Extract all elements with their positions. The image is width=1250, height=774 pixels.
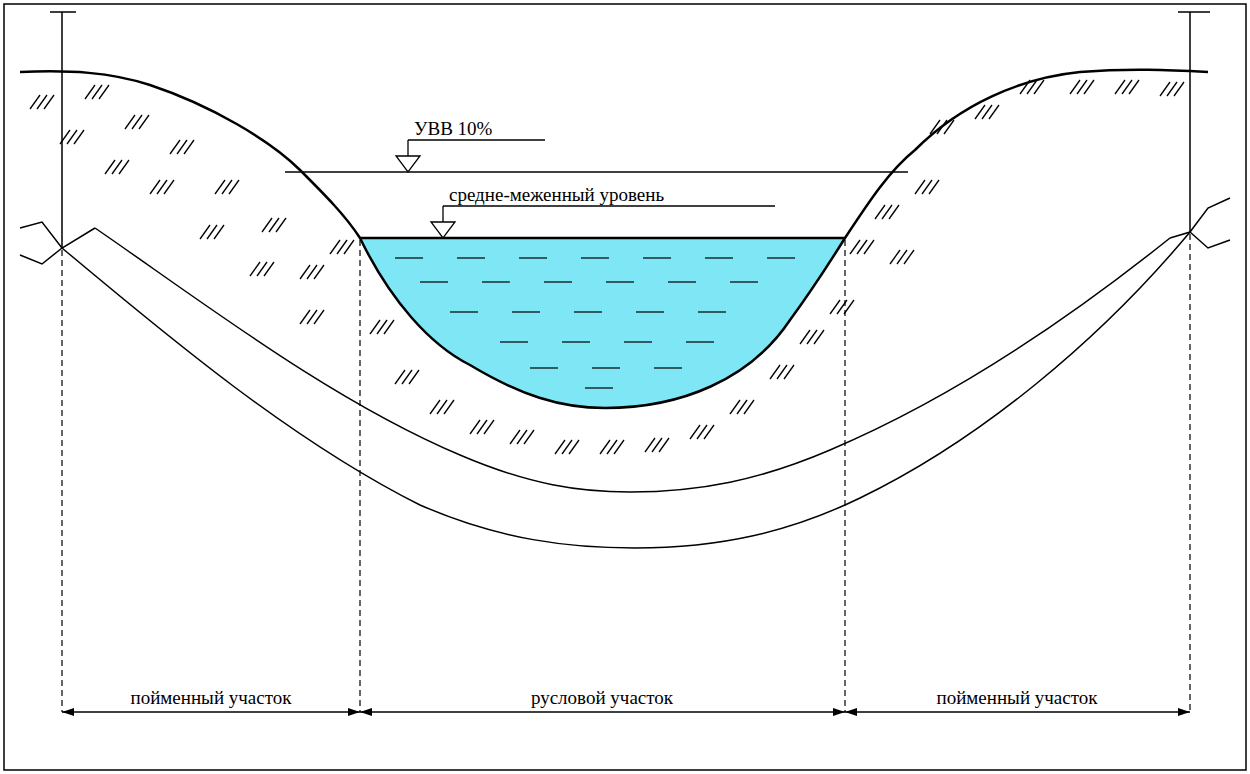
hatch-stroke — [409, 370, 419, 384]
water-dash — [420, 281, 448, 282]
hatch-stroke — [484, 420, 494, 434]
high-water-line — [285, 171, 908, 173]
water-dash — [668, 281, 696, 282]
water-dash — [482, 281, 510, 282]
hatch-stroke — [74, 130, 84, 144]
water-dash — [544, 281, 572, 282]
hatch-stroke — [659, 438, 669, 452]
water-level-label: УВВ 10% — [412, 119, 494, 138]
water-dash — [698, 311, 726, 312]
pipe-break-right — [1170, 198, 1230, 248]
hatch-stroke — [44, 95, 54, 109]
water-dash — [581, 257, 609, 258]
hatch-stroke — [164, 180, 174, 194]
hatch-stroke — [744, 400, 754, 414]
level-mark — [431, 222, 455, 238]
water-dash — [500, 341, 528, 342]
water-dash — [585, 387, 613, 388]
hatch-stroke — [99, 85, 109, 99]
hatch-stroke — [139, 115, 149, 129]
hatch-stroke — [384, 320, 394, 334]
water-dash — [730, 281, 758, 282]
survey-marker — [50, 12, 76, 248]
hatch-stroke — [1084, 80, 1094, 94]
hatch-stroke — [989, 105, 999, 119]
hatch-stroke — [814, 330, 824, 344]
hatch-stroke — [276, 218, 286, 232]
water-dash — [530, 367, 558, 368]
ground-profile — [20, 70, 1208, 408]
water-dash — [562, 341, 590, 342]
leader-line — [442, 206, 443, 222]
hatch-stroke — [184, 140, 194, 154]
hatch-stroke — [214, 225, 224, 239]
water-dash — [592, 367, 620, 368]
leader-line — [407, 140, 408, 156]
hatch-stroke — [229, 180, 239, 194]
hatch-stroke — [1174, 82, 1184, 96]
water-dash — [705, 257, 733, 258]
hatch-stroke — [784, 365, 794, 379]
water-dash — [654, 367, 682, 368]
zone-label: пойменный участок — [128, 688, 293, 707]
water-dash — [574, 311, 602, 312]
hatch-stroke — [344, 240, 354, 254]
water-dashes — [395, 258, 795, 388]
water-dash — [395, 257, 423, 258]
hatch-stroke — [929, 180, 939, 194]
water-dash — [636, 311, 664, 312]
water-level-label: средне-меженный уровень — [447, 185, 666, 204]
hatch-stroke — [614, 440, 624, 454]
soil-hatching — [30, 80, 1184, 454]
hatch-stroke — [904, 250, 914, 264]
water-dash — [606, 281, 634, 282]
hatch-stroke — [864, 240, 874, 254]
leader-line — [408, 139, 545, 140]
water-dash — [457, 257, 485, 258]
hatch-stroke — [524, 430, 534, 444]
pipe-break-left — [20, 222, 95, 264]
water-dash — [643, 257, 671, 258]
water-dash — [519, 257, 547, 258]
hatch-stroke — [704, 425, 714, 439]
low-water-line — [360, 237, 845, 240]
hatch-stroke — [314, 265, 324, 279]
survey-marker — [1178, 12, 1210, 232]
hatch-stroke — [444, 400, 454, 414]
water-dash — [624, 341, 652, 342]
hatch-stroke — [1129, 80, 1139, 94]
hatch-stroke — [264, 262, 274, 276]
water-dash — [450, 311, 478, 312]
dimension-lines — [62, 711, 1190, 712]
pipe-lower-wall — [62, 232, 1190, 548]
hatch-stroke — [889, 205, 899, 219]
water-dash — [767, 257, 795, 258]
water-dash — [512, 311, 540, 312]
extension-lines — [62, 234, 1190, 712]
level-mark — [396, 156, 420, 172]
hatch-stroke — [119, 160, 129, 174]
hatch-stroke — [1034, 80, 1044, 94]
pipe-upper-wall — [95, 228, 1170, 492]
water-dash — [686, 341, 714, 342]
hatch-stroke — [569, 440, 579, 454]
hatch-stroke — [314, 310, 324, 324]
leader-line — [443, 205, 775, 206]
frame — [4, 4, 1246, 770]
zone-label: русловой участок — [529, 688, 675, 707]
zone-label: пойменный участок — [934, 688, 1099, 707]
water-body — [360, 238, 845, 408]
